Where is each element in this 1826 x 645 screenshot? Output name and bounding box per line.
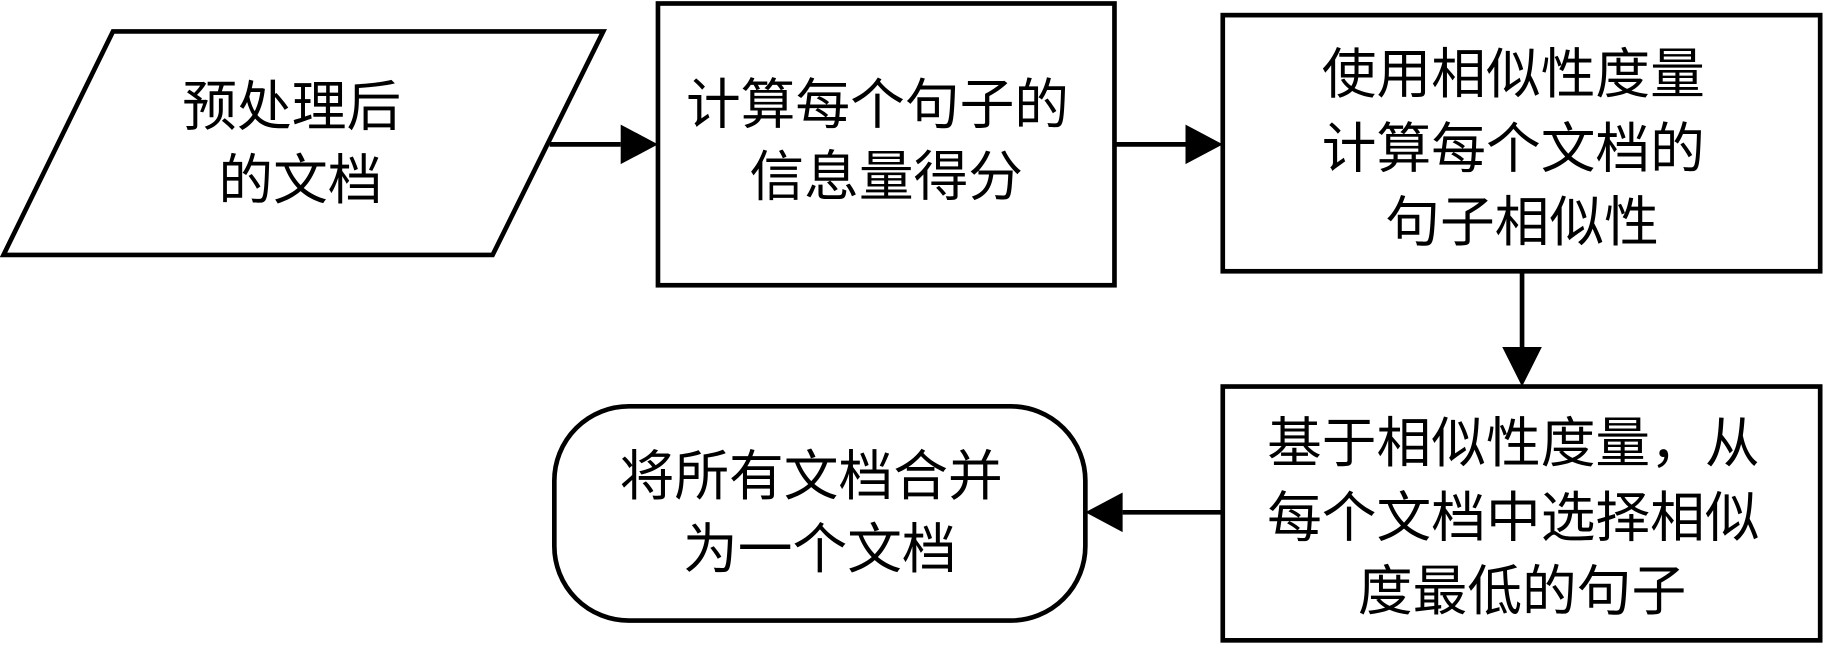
node-info-score: 计算每个句子的 信息量得分 xyxy=(655,1,1117,288)
edge-1-arrowhead xyxy=(620,124,658,165)
select-low-box xyxy=(1220,384,1823,643)
node-input-doc: 预处理后 的文档 xyxy=(0,29,607,258)
info-score-label: 计算每个句子的 信息量得分 xyxy=(686,72,1086,208)
similarity-calc-box xyxy=(1220,12,1823,274)
select-low-line-2: 每个文档中选择相似 xyxy=(1267,486,1760,550)
node-select-low: 基于相似性度量，从 每个文档中选择相似 度最低的句子 xyxy=(1220,384,1823,643)
edge-3-arrowhead xyxy=(1502,346,1542,387)
similarity-calc-line-1: 使用相似性度量 xyxy=(1322,42,1705,106)
edge-4-arrowhead xyxy=(1085,492,1123,533)
similarity-calc-line-2: 计算每个文档的 xyxy=(1322,117,1705,181)
edge-input-to-info-score xyxy=(549,124,658,165)
merge-docs-line-2: 为一个文档 xyxy=(683,517,957,581)
edge-select-low-to-merge xyxy=(1085,492,1223,533)
similarity-calc-line-3: 句子相似性 xyxy=(1385,190,1659,254)
node-merge-docs: 将所有文档合并 为一个文档 xyxy=(551,403,1088,623)
info-score-line-2: 信息量得分 xyxy=(749,145,1023,209)
info-score-box xyxy=(655,1,1117,288)
input-doc-label: 预处理后 的文档 xyxy=(182,75,418,212)
edge-2-arrowhead xyxy=(1185,124,1223,165)
select-low-label: 基于相似性度量，从 每个文档中选择相似 度最低的句子 xyxy=(1267,411,1777,623)
select-low-line-1: 基于相似性度量，从 xyxy=(1267,411,1760,475)
input-doc-line-1: 预处理后 xyxy=(182,75,401,139)
merge-docs-box xyxy=(551,403,1088,623)
merge-docs-line-1: 将所有文档合并 xyxy=(620,444,1003,508)
info-score-line-1: 计算每个句子的 xyxy=(686,72,1069,136)
input-doc-parallelogram xyxy=(0,29,607,258)
node-similarity-calc: 使用相似性度量 计算每个文档的 句子相似性 xyxy=(1220,12,1823,274)
merge-docs-label: 将所有文档合并 为一个文档 xyxy=(620,444,1020,581)
similarity-calc-label: 使用相似性度量 计算每个文档的 句子相似性 xyxy=(1322,42,1722,254)
input-doc-line-2: 的文档 xyxy=(218,148,382,212)
select-low-line-3: 度最低的句子 xyxy=(1358,559,1686,623)
edge-info-score-to-similarity xyxy=(1114,124,1223,165)
edge-similarity-to-select-low xyxy=(1502,271,1542,387)
